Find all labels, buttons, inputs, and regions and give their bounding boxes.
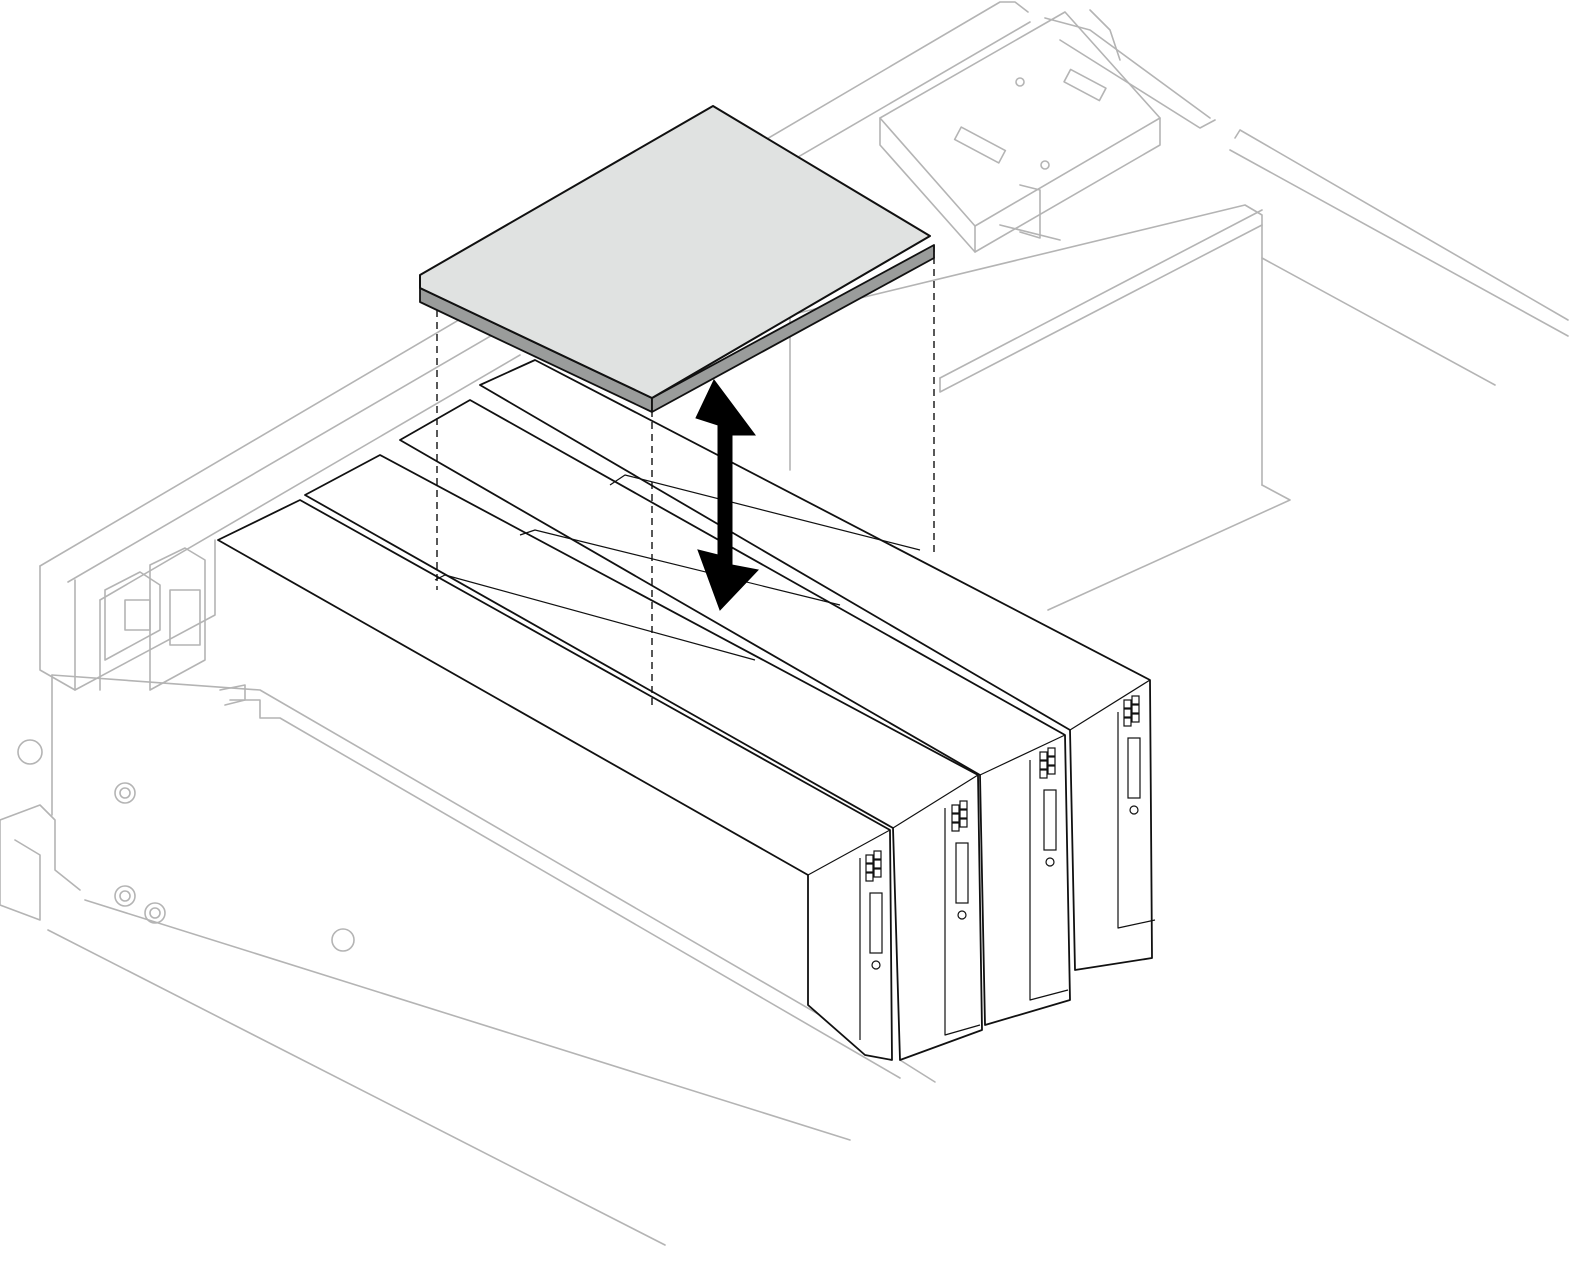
connector-pin bbox=[1039, 760, 1048, 770]
latch-screw bbox=[957, 910, 967, 920]
release-latch bbox=[1043, 789, 1057, 851]
connector-pin bbox=[1047, 747, 1056, 757]
connector-pin bbox=[959, 800, 968, 810]
connector-pin bbox=[951, 804, 960, 814]
connector-pin bbox=[1047, 756, 1056, 766]
connector-pin bbox=[1039, 769, 1048, 779]
connector-pin bbox=[865, 863, 874, 873]
power-connector-3 bbox=[1039, 747, 1057, 867]
top-bracket bbox=[879, 9, 1161, 253]
connector-pin bbox=[873, 850, 882, 860]
release-latch bbox=[955, 842, 969, 904]
double-headed-vertical-arrow bbox=[695, 379, 759, 611]
release-latch bbox=[1127, 737, 1141, 799]
connector-pin bbox=[873, 859, 882, 869]
adapter-module-4 bbox=[479, 359, 1156, 971]
connector-pin bbox=[865, 854, 874, 864]
server-chassis bbox=[0, 1, 1569, 1246]
power-connector-1 bbox=[865, 850, 883, 970]
connector-pin bbox=[951, 813, 960, 823]
latch-screw bbox=[1045, 857, 1055, 867]
latch-screw bbox=[1129, 805, 1139, 815]
gray-panel bbox=[419, 105, 935, 413]
front-panel bbox=[0, 674, 936, 1246]
connector-pin bbox=[1131, 704, 1140, 714]
dashed-alignment-lines bbox=[436, 245, 935, 705]
adapter-module-3 bbox=[399, 399, 1071, 1026]
connector-pin bbox=[959, 818, 968, 828]
connector-pin bbox=[951, 822, 960, 832]
power-connector-4 bbox=[1123, 695, 1141, 815]
adapter-module-1 bbox=[217, 499, 893, 1061]
power-connector-2 bbox=[951, 800, 969, 920]
latch-screw bbox=[871, 960, 881, 970]
connector-pin bbox=[873, 868, 882, 878]
release-latch bbox=[869, 892, 883, 954]
slot-brackets bbox=[104, 547, 206, 691]
connector-pin bbox=[1123, 717, 1132, 727]
connector-pin bbox=[1131, 713, 1140, 723]
adapter-modules bbox=[217, 359, 1156, 1061]
connector-pin bbox=[1131, 695, 1140, 705]
adapter-module-2 bbox=[304, 454, 983, 1061]
chassis-right-rail bbox=[1234, 129, 1569, 321]
module-connectors bbox=[865, 695, 1141, 970]
connector-pin bbox=[1123, 699, 1132, 709]
connector-pin bbox=[959, 809, 968, 819]
connector-pin bbox=[1047, 765, 1056, 775]
connector-pin bbox=[1039, 751, 1048, 761]
connector-pin bbox=[1123, 708, 1132, 718]
connector-pin bbox=[865, 872, 874, 882]
